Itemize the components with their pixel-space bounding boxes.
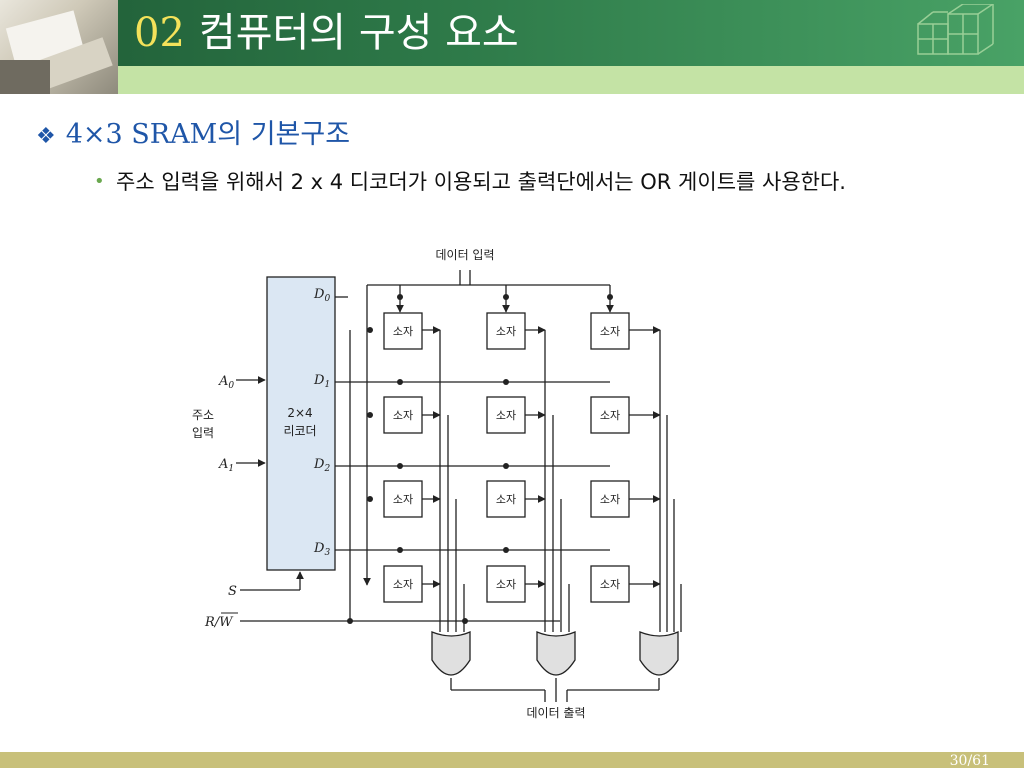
address-label-line2: 입력 <box>192 426 214 440</box>
cell-label: 소자 <box>496 578 516 591</box>
cell-label: 소자 <box>600 409 620 422</box>
or-gate-1 <box>431 631 471 676</box>
cell-label: 소자 <box>393 409 413 422</box>
title-bar <box>0 0 1024 66</box>
title-underline-strip <box>0 66 1024 94</box>
cell-label: 소자 <box>496 493 516 506</box>
decoder-block <box>266 276 336 571</box>
address-label-line1: 주소 <box>192 408 214 422</box>
memory-cells <box>383 312 630 603</box>
header-photo <box>0 0 118 94</box>
sram-diagram: 소자 소자 소자 소자 소자 소자 소자 소자 소자 소자 소자 소자 데이터 … <box>190 240 710 734</box>
d0-label: D0 <box>313 287 330 304</box>
slide-title: 02 컴퓨터의 구성 요소 <box>134 8 519 58</box>
diamond-bullet-icon: ❖ <box>36 124 56 149</box>
page-number: 30/61 <box>949 753 990 769</box>
data-output-label: 데이터 출력 <box>526 706 585 720</box>
or-gate-3 <box>639 631 679 676</box>
d1-label: D1 <box>313 373 330 390</box>
cell-label: 소자 <box>600 325 620 338</box>
cell-label: 소자 <box>393 493 413 506</box>
section-heading-text: 4×3 SRAM의 기본구조 <box>65 119 351 150</box>
cell-label: 소자 <box>496 325 516 338</box>
slide-number: 02 <box>134 10 185 56</box>
bullet-dot-icon: • <box>94 171 105 192</box>
bullet-text: 주소 입력을 위해서 2 x 4 디코더가 이용되고 출력단에서는 OR 게이트… <box>116 170 846 194</box>
or-gate-2 <box>536 631 576 676</box>
footer-bar <box>0 752 1024 768</box>
cell-label: 소자 <box>393 325 413 338</box>
d2-label: D2 <box>313 457 330 474</box>
s-label: S <box>228 584 237 599</box>
bullet-paragraph: • 주소 입력을 위해서 2 x 4 디코더가 이용되고 출력단에서는 OR 게… <box>94 166 974 198</box>
slide-title-text: 컴퓨터의 구성 요소 <box>198 10 519 56</box>
a0-label: A0 <box>218 374 234 391</box>
rw-label: R/W <box>204 615 234 630</box>
a1-label: A1 <box>218 457 234 474</box>
cell-label: 소자 <box>600 578 620 591</box>
cell-label: 소자 <box>393 578 413 591</box>
d3-label: D3 <box>313 541 330 558</box>
cell-label: 소자 <box>600 493 620 506</box>
cell-label: 소자 <box>496 409 516 422</box>
decoder-label-line2: 리코더 <box>283 424 316 438</box>
data-input-label: 데이터 입력 <box>435 248 494 262</box>
section-heading: ❖ 4×3 SRAM의 기본구조 <box>36 112 350 151</box>
decoder-label-line1: 2×4 <box>287 406 312 420</box>
cube-logo-icon <box>898 3 1008 70</box>
